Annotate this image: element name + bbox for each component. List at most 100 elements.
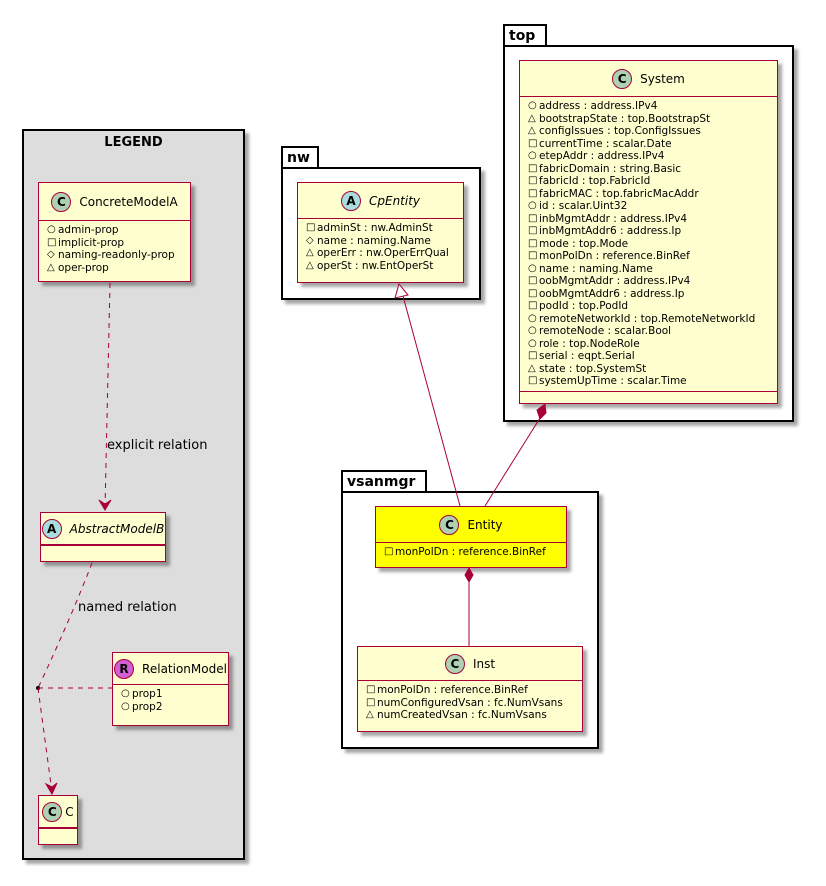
attribute-text: oobMgmtAddr : address.IPv4 [539,275,691,287]
class-relation-model[interactable]: R RelationModel ○prop1 ○prop2 [112,652,229,726]
class-name: System [640,71,685,86]
attribute-row: □monPolDn : reference.BinRef [384,546,562,559]
attribute-list: □monPolDn : reference.BinRef □numConfigu… [358,681,582,725]
visibility-icon: △ [47,261,55,273]
attribute-row: □oobMgmtAddr : address.IPv4 [528,275,773,288]
visibility-icon: □ [384,546,394,557]
class-header: C ConcreteModelA [39,183,190,221]
visibility-icon: △ [366,709,374,720]
visibility-icon: □ [528,162,538,174]
class-cp-entity[interactable]: A CpEntity □adminSt : nw.AdminSt ◇name :… [297,182,464,283]
attribute-text: operSt : nw.EntOperSt [317,259,434,272]
attribute-text: numConfiguredVsan : fc.NumVsans [377,696,563,709]
visibility-icon: □ [528,375,538,386]
named-relation-label: named relation [78,600,177,615]
visibility-icon: ○ [528,200,537,211]
named-relation-target-line [37,687,53,793]
attribute-text: fabricId : top.FabricId [539,175,651,187]
visibility-icon: ○ [528,325,537,336]
visibility-icon: □ [528,275,538,286]
package-tab-nw: nw [281,146,319,168]
attribute-text: adminSt : nw.AdminSt [317,222,433,234]
attribute-row: ◇name : naming.Name [306,235,459,248]
attribute-text: systemUpTime : scalar.Time [539,375,687,387]
class-section [41,545,165,554]
class-entity[interactable]: C Entity □monPolDn : reference.BinRef [375,506,567,568]
attribute-text: id : scalar.Uint32 [539,200,628,212]
attribute-row: ○remoteNode : scalar.Bool [528,325,773,338]
visibility-icon: □ [366,684,376,695]
visibility-icon: □ [528,212,538,224]
class-name: CpEntity [368,193,421,208]
class-badge-icon: C [51,191,72,212]
class-name: Inst [472,656,496,671]
class-badge-icon: C [444,653,465,674]
attribute-row: □systemUpTime : scalar.Time [528,375,773,388]
attribute-row: ○id : scalar.Uint32 [528,200,773,213]
attribute-text: prop1 [132,688,163,700]
explicit-relation-line [104,282,111,509]
attribute-text: fabricMAC : top.fabricMacAddr [539,187,699,200]
attribute-text: configIssues : top.ConfigIssues [539,125,701,137]
visibility-icon: □ [528,187,538,199]
visibility-icon: □ [528,250,538,261]
arrow-head-icon [98,499,112,511]
class-concrete-model-a[interactable]: C ConcreteModelA ○admin-prop □implicit-p… [38,182,191,282]
attribute-text: podId : top.PodId [539,300,629,312]
attribute-row: □adminSt : nw.AdminSt [306,222,459,235]
attribute-row: ○address : address.IPv4 [528,100,773,113]
attribute-text: etepAddr : address.IPv4 [539,150,665,162]
visibility-icon: □ [528,175,538,186]
class-header: A CpEntity [298,183,463,219]
attribute-row: □fabricId : top.FabricId [528,175,773,188]
visibility-icon: □ [528,237,538,249]
class-badge-icon: C [439,514,460,535]
attribute-text: mode : top.Mode [539,237,629,250]
arrow-head-icon [44,782,58,796]
attribute-text: bootstrapState : top.BootstrapSt [539,112,711,125]
composition-diamond-icon [464,566,474,584]
attribute-text: prop2 [132,700,163,713]
visibility-icon: △ [528,112,536,124]
visibility-icon: △ [306,259,314,271]
attribute-text: inbMgmtAddr : address.IPv4 [539,212,688,225]
visibility-icon: ○ [47,224,56,235]
named-relation-line [37,562,93,689]
attribute-text: remoteNetworkId : top.RemoteNetworkId [539,312,756,325]
attribute-row: △oper-prop [47,262,186,275]
class-abstract-model-b[interactable]: A AbstractModelB [40,512,166,562]
attribute-list: ○address : address.IPv4△bootstrapState :… [520,97,777,391]
visibility-icon: △ [306,247,314,258]
attribute-row: △state : top.SystemSt [528,363,773,376]
attribute-list: □monPolDn : reference.BinRef [376,543,566,562]
attribute-text: oobMgmtAddr6 : address.Ip [539,287,685,300]
attribute-text: state : top.SystemSt [539,362,647,375]
attribute-text: address : address.IPv4 [539,100,658,112]
attribute-row: △bootstrapState : top.BootstrapSt [528,113,773,126]
attribute-row: ○name : naming.Name [528,263,773,276]
class-name: ConcreteModelA [79,194,178,209]
inheritance-line [402,295,461,507]
attribute-row: □monPolDn : reference.BinRef [528,250,773,263]
visibility-icon: □ [528,350,538,361]
legend-title: LEGEND [104,135,163,150]
visibility-icon: ○ [528,262,537,274]
class-inst[interactable]: C Inst □monPolDn : reference.BinRef □num… [357,646,583,732]
attribute-row: □monPolDn : reference.BinRef [366,684,578,697]
attribute-text: operErr : nw.OperErrQual [317,247,449,259]
attribute-text: numCreatedVsan : fc.NumVsans [377,709,547,721]
visibility-icon: □ [306,222,316,233]
attribute-list: ○prop1 ○prop2 [113,685,228,716]
attribute-text: oper-prop [58,261,109,274]
class-badge-icon: C [42,801,63,822]
visibility-icon: □ [47,236,57,248]
class-header: R RelationModel [113,653,228,685]
class-c[interactable]: C C [38,795,78,845]
visibility-icon: ○ [528,312,537,324]
attribute-row: □fabricDomain : string.Basic [528,163,773,176]
class-system[interactable]: C System ○address : address.IPv4△bootstr… [519,60,778,404]
attribute-list: ○admin-prop □implicit-prop ◇naming-reado… [39,221,190,277]
attribute-text: currentTime : scalar.Date [539,137,672,150]
visibility-icon: ◇ [306,234,314,246]
explicit-relation-label: explicit relation [107,438,208,453]
